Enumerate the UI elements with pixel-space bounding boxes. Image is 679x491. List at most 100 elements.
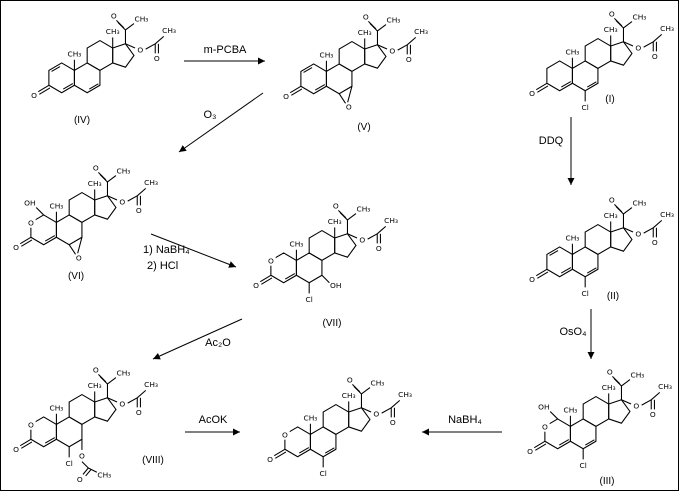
atom-cl: Cl [66, 459, 73, 468]
c20-o-bond-2 [614, 18, 623, 27]
compound-label-iv: (IV) [73, 115, 91, 126]
atom-ester-o: O [635, 43, 641, 52]
atom-c19-methyl: CH₃ [50, 404, 64, 413]
atom-ester-o: O [119, 197, 125, 206]
c17-o-bond [623, 227, 634, 233]
c20-c21-bond [623, 207, 633, 215]
delta4-inner-bond [558, 439, 570, 446]
c7-oh-bond [321, 274, 330, 284]
compound-label-ii: (II) [606, 291, 620, 302]
ester-c-ch3-bond [652, 33, 663, 43]
c20-o-bond-2 [612, 376, 621, 385]
ring-a [546, 60, 573, 92]
ring-b [571, 246, 599, 278]
delta4-inner-bond [560, 267, 572, 274]
ring-a [300, 63, 327, 95]
c20-c21-bond [621, 379, 631, 387]
compound-label-vii: (VII) [322, 318, 342, 329]
atom-ester-carbonyl-o: O [136, 206, 142, 215]
compound-label-i: (I) [605, 94, 615, 105]
epoxide-bond-2 [77, 237, 83, 254]
reagent-o3: O₃ [203, 109, 217, 121]
ring-b [571, 60, 599, 92]
ring-c [584, 223, 612, 255]
ester-o-c-bond [641, 399, 652, 406]
compound-label-vi: (VI) [67, 271, 85, 282]
oac7-co-bond [82, 467, 89, 475]
oac7-co-bond-2 [85, 469, 92, 477]
ester-o-c-bond [127, 397, 138, 404]
oac7-c-ch3-bond [88, 467, 98, 473]
c3-o-bond-2 [535, 443, 547, 451]
delta6-inner-bond [89, 83, 99, 90]
c3-o-bond [535, 268, 548, 277]
atom-ring-o: O [268, 257, 274, 266]
atom-ester-carbonyl-o: O [136, 408, 142, 417]
atom-c18-methyl: CH₃ [106, 27, 120, 36]
compound-label-iii: (III) [599, 476, 615, 487]
atom-c18-methyl: CH₃ [328, 217, 342, 226]
atom-ester-methyl: CH₃ [398, 390, 412, 399]
atom-ester-o: O [119, 399, 125, 408]
ester-o-c-bond [397, 44, 408, 51]
atom-ester-methyl: CH₃ [660, 210, 674, 219]
c17-o-bond [107, 195, 118, 201]
c3-o-bond [289, 85, 302, 94]
reagent-ac2o: Ac₂O [205, 337, 231, 349]
atom-ester-carbonyl-o: O [650, 410, 656, 419]
c20-o-bond-2 [98, 172, 107, 181]
atom-c20-o: O [607, 367, 613, 376]
atom-ring-o-mask [26, 218, 36, 228]
delta4-inner-bond [314, 84, 326, 91]
atom-ester-o: O [137, 45, 143, 54]
atom-ester-o: O [373, 409, 379, 418]
atom-c20-o: O [93, 163, 99, 172]
atom-cl: Cl [306, 295, 313, 304]
atom-c19-methyl: CH₃ [566, 234, 580, 243]
atom-c21-methyl: CH₃ [135, 14, 149, 23]
ester-o-c-bond [127, 195, 138, 202]
atom-ester-methyl: CH₃ [384, 216, 398, 225]
c17-o-bond [107, 397, 118, 403]
atom-ketone-o: O [13, 243, 19, 252]
atom-c21-methyl: CH₃ [633, 12, 647, 21]
delta6-inner-bond [585, 439, 595, 446]
ring-c [322, 403, 350, 435]
atom-c19-methyl: CH₃ [290, 240, 304, 249]
atom-ester-carbonyl-o: O [154, 54, 160, 63]
atom-cl: Cl [580, 461, 587, 470]
atom-ketone-o: O [267, 455, 273, 464]
ring-d [112, 43, 135, 68]
ring-c [68, 393, 96, 425]
c3-o-bond-2 [275, 451, 287, 459]
c20-c21-bond [107, 175, 117, 183]
reagent-hcl-step: 2) HCl [147, 260, 179, 272]
atom-oh1: OH [538, 402, 549, 411]
atom-o7: O [79, 451, 85, 460]
ring-a [546, 246, 573, 278]
reagent-nabh4: NaBH₄ [448, 414, 482, 426]
c3-o-bond [259, 274, 272, 283]
atom-ester-o: O [635, 229, 641, 238]
delta4-inner-bond [44, 437, 56, 444]
c17-o-bond [621, 399, 632, 405]
ring-d [610, 41, 633, 66]
atom-c19-methyl: CH₃ [50, 202, 64, 211]
ring-c [68, 191, 96, 223]
arrow-v-to-vi [178, 92, 264, 153]
c3-o-bond-2 [291, 88, 303, 96]
atom-oac7-carbonyl-o: O [77, 475, 83, 484]
c20-c21-bond [377, 24, 387, 32]
atom-epoxide-o: O [76, 254, 82, 263]
atom-ester-carbonyl-o: O [390, 418, 396, 427]
atom-c21-methyl: CH₃ [357, 204, 371, 213]
atom-ring-o: O [282, 431, 288, 440]
delta6-inner-bond [325, 447, 335, 454]
atom-ester-carbonyl-o: O [652, 238, 658, 247]
ring-d [348, 407, 371, 432]
